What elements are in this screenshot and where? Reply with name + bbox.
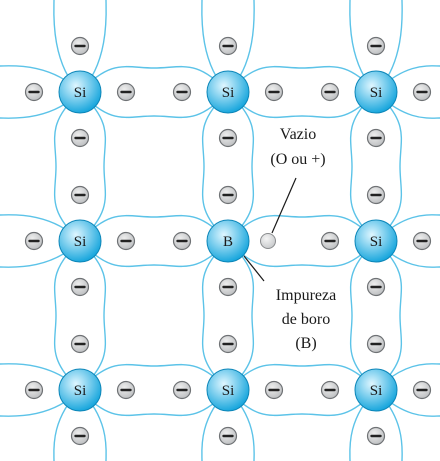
vertical-bond (201, 91, 229, 242)
electron-icon (172, 82, 192, 102)
electron-icon (218, 185, 238, 205)
hole-label-line2: (O ou +) (270, 151, 325, 168)
electron-icon (172, 380, 192, 400)
electron-icon (116, 380, 136, 400)
electron-icon (366, 128, 386, 148)
atom-label: Si (222, 383, 235, 399)
silicon-atom: Si (354, 70, 398, 114)
hole-label-line1: Vazio (280, 126, 316, 143)
electron-icon (366, 185, 386, 205)
impurity-label-line2: de boro (282, 311, 330, 328)
electron-icon (412, 231, 432, 251)
horizontal-bond (227, 214, 377, 242)
atom-label: Si (74, 85, 87, 101)
horizontal-bond (79, 65, 229, 93)
vertical-bond (375, 91, 403, 242)
horizontal-bond (227, 91, 377, 119)
impurity-label-line3: (B) (295, 335, 316, 352)
electron-icon (70, 36, 90, 56)
electron-icon (320, 380, 340, 400)
atom-label: Si (74, 234, 87, 250)
electron-icon (320, 82, 340, 102)
horizontal-bond (79, 363, 229, 391)
electron-icon (70, 334, 90, 354)
atom-label: Si (370, 383, 383, 399)
silicon-atom: Si (354, 368, 398, 412)
electron-icon (218, 36, 238, 56)
vertical-bond (201, 240, 229, 391)
vertical-bond (349, 240, 377, 391)
electron-icon (116, 82, 136, 102)
silicon-atom: Si (206, 70, 250, 114)
electron-icon (412, 82, 432, 102)
electron-icon (172, 231, 192, 251)
silicon-atom: Si (58, 219, 102, 263)
vertical-bond (53, 240, 81, 391)
boron-atom: B (206, 219, 250, 263)
electron-icon (24, 380, 44, 400)
vertical-bond (349, 91, 377, 242)
electron-icon (70, 185, 90, 205)
impurity-leader-line (243, 255, 265, 282)
electron-icon (70, 128, 90, 148)
electron-icon (412, 380, 432, 400)
hole-leader-line (271, 177, 297, 234)
electron-icon (366, 277, 386, 297)
electron-icon (366, 334, 386, 354)
vertical-bond (79, 91, 107, 242)
silicon-atom: Si (354, 219, 398, 263)
vertical-bond (227, 91, 255, 242)
hole-marker (260, 233, 276, 249)
electron-icon (320, 231, 340, 251)
electron-icon (366, 426, 386, 446)
vertical-bond (227, 240, 255, 391)
vertical-bond (375, 240, 403, 391)
horizontal-bond (79, 91, 229, 119)
impurity-label-line1: Impureza (276, 287, 336, 304)
electron-icon (264, 82, 284, 102)
electron-icon (218, 334, 238, 354)
electron-icon (218, 128, 238, 148)
electron-icon (218, 277, 238, 297)
horizontal-bond (227, 363, 377, 391)
atom-label: Si (222, 85, 235, 101)
vertical-bond (53, 91, 81, 242)
atom-label: Si (74, 383, 87, 399)
vertical-bond (79, 240, 107, 391)
electron-icon (264, 380, 284, 400)
horizontal-bond (227, 240, 377, 268)
horizontal-bond (227, 65, 377, 93)
electron-icon (24, 231, 44, 251)
atom-label: Si (370, 85, 383, 101)
electron-icon (218, 426, 238, 446)
silicon-atom: Si (206, 368, 250, 412)
electron-icon (24, 82, 44, 102)
valence-electrons (24, 36, 432, 446)
atom-label: B (223, 234, 233, 250)
silicon-atom: Si (58, 368, 102, 412)
hole-vacancy (260, 233, 276, 249)
horizontal-bond (227, 389, 377, 417)
electron-icon (70, 277, 90, 297)
electron-icon (116, 231, 136, 251)
electron-icon (70, 426, 90, 446)
horizontal-bond (79, 389, 229, 417)
horizontal-bond (79, 214, 229, 242)
horizontal-bond (79, 240, 229, 268)
silicon-atom: Si (58, 70, 102, 114)
electron-icon (366, 36, 386, 56)
callouts: Vazio (O ou +) Impureza de boro (B) (243, 126, 336, 352)
atom-label: Si (370, 234, 383, 250)
